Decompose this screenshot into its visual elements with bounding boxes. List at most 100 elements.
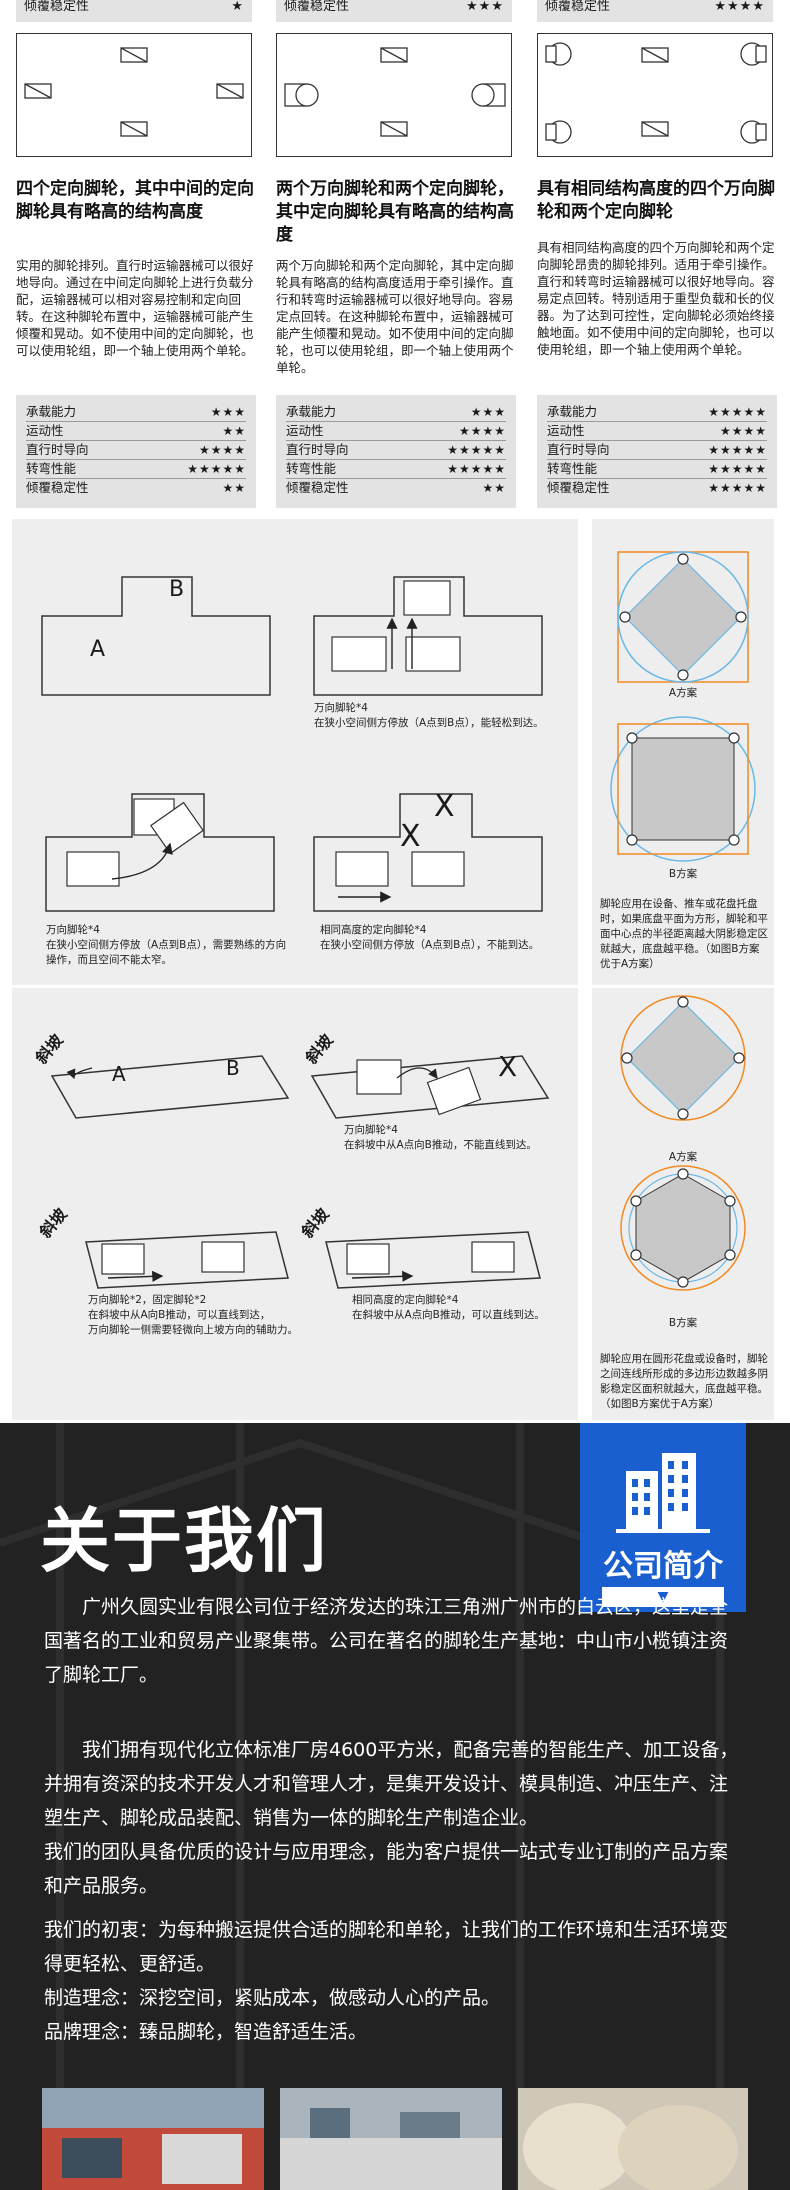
rating-row: 转弯性能 ★★★★★ (286, 460, 506, 479)
about-section: 关于我们 公司简介 ▼ 广州久圆实业有限公司位于经济发达的珠江三角洲广州市的白云… (0, 1423, 790, 2190)
rating-row: 转弯性能 ★★★★★ (547, 460, 767, 479)
about-paragraph: 制造理念：深挖空间，紧贴成本，做感动人心的产品。 (44, 1987, 501, 2009)
rating-table-2: 承载能力 ★★★ 运动性 ★★★★ 直行时导向 ★★★★★ 转弯性能 ★★★★★ 倾覆稳… (276, 395, 516, 508)
diagram-caption: 相同高度的定向脚轮*4 在狭小空间侧方停放（A点到B点），不能到达。 (320, 924, 540, 951)
company-profile-badge: 公司简介 ▼ (580, 1423, 746, 1612)
badge-label: 公司简介 (603, 1549, 723, 1584)
rating-row: 承载能力 ★★★ (286, 403, 506, 422)
square-plan-note: 脚轮应用在设备、推车或花盘托盘时，如果底盘平面为方形，脚轮和平面中心点的半径距离… (600, 898, 768, 970)
rating-stars: ★★★★★ (708, 405, 767, 419)
rating-row: 倾覆稳定性 ★★ (26, 479, 246, 498)
rating-stars: ★★★★★ (447, 462, 506, 476)
rating-stars: ★★★★★ (708, 462, 767, 476)
caster-layout-diagram-3 (537, 33, 773, 157)
point-a-label: A (112, 1062, 126, 1086)
rating-row: 转弯性能 ★★★★★ (26, 460, 246, 479)
rating-label: 倾覆稳定性 (26, 480, 89, 495)
slope-caption: 万向脚轮*4 在斜坡中从A点向B推动，不能直线到达。 (344, 1124, 537, 1151)
rating-label: 转弯性能 (286, 461, 337, 476)
rating-row: 直行时导向 ★★★★★ (286, 441, 506, 460)
about-paragraph: 广州久圆实业有限公司位于经济发达的珠江三角洲广州市的白云区，这里是全国著名的工业… (44, 1596, 729, 1686)
fail-x-mark: X (400, 819, 421, 854)
rating-stars: ★★★★★ (187, 462, 246, 476)
rating-row: 倾覆稳定性★★ (286, 479, 506, 498)
round-plan-panel: A方案 B方案 脚轮应用在圆形花盘或设备时，脚轮之间连线所形成的多边形边数越多阴… (592, 988, 774, 1420)
rating-row: 倾覆稳定性 ★★★★★ (547, 479, 767, 498)
slope-caption: 相同高度的定向脚轮*4 在斜坡中从A点向B推动，可以直线到达。 (352, 1294, 545, 1321)
layout-desc-3: 具有相同结构高度的四个万向脚轮和两个定向脚轮昂贵的脚轮排列。适用于牵引操作。直行… (537, 240, 775, 357)
about-paragraph: 我们的团队具备优质的设计与应用理念，能为客户提供一站式专业订制的产品方案和产品服… (44, 1841, 729, 1897)
strip-stars: ★★★ (466, 0, 504, 14)
point-b-label: B (169, 577, 185, 602)
square-plan-panel: A方案 B方案 脚轮应用在设备、推车或花盘托盘时，如果底盘平面为方形，脚轮和平面… (592, 519, 774, 985)
arrow-down-icon: ▼ (657, 1589, 669, 1605)
stability-strip-2: 倾覆稳定性 ★★★ (276, 0, 512, 22)
rating-label: 转弯性能 (26, 461, 77, 476)
caster-layout-diagram-2 (276, 33, 512, 157)
layout-title-3: 具有相同结构高度的四个万向脚轮和两个定向脚轮 (537, 179, 775, 222)
badge-bar: ▼ (602, 1587, 724, 1607)
strip-label: 倾覆稳定性 (545, 0, 611, 14)
rating-label: 转弯性能 (547, 461, 598, 476)
rating-row: 运动性 ★★★★ (286, 422, 506, 441)
about-title: 关于我们 (40, 1500, 328, 1582)
rating-stars: ★★ (222, 481, 246, 495)
point-a-label: A (90, 637, 106, 662)
rating-row: 运动性 ★★ (26, 422, 246, 441)
stability-strip-3: 倾覆稳定性 ★★★★ (537, 0, 773, 22)
building-icon (616, 1453, 710, 1533)
rating-row: 承载能力★★★★★ (547, 403, 767, 422)
rating-stars: ★★★★ (198, 443, 246, 457)
rating-stars: ★★★ (210, 405, 246, 419)
rating-row: 直行时导向 ★★★★★ (547, 441, 767, 460)
stability-strip-1: 倾覆稳定性 ★ (16, 0, 252, 22)
caster-layout-diagram-1 (16, 33, 252, 157)
strip-label: 倾覆稳定性 (284, 0, 350, 14)
rating-label: 运动性 (286, 423, 324, 438)
diagram-caption: 万向脚轮*4 在狭小空间侧方停放（A点到B点），能轻松到达。 (314, 702, 544, 729)
rating-label: 运动性 (26, 423, 64, 438)
rating-label: 直行时导向 (286, 442, 349, 457)
rating-stars: ★★★★ (719, 424, 767, 438)
plan-b-label: B方案 (668, 868, 698, 880)
factory-photo (518, 2088, 748, 2190)
round-plan-note: 脚轮应用在圆形花盘或设备时，脚轮之间连线所形成的多边形边数越多阴影稳定区面积就越… (600, 1353, 768, 1410)
fail-x-mark: X (434, 789, 455, 824)
about-paragraph: 品牌理念：臻品脚轮，智造舒适生活。 (44, 2021, 368, 2043)
rating-label: 直行时导向 (547, 442, 610, 457)
rating-stars: ★★★★★ (708, 481, 767, 495)
rating-label: 承载能力 (26, 404, 77, 419)
rating-stars: ★★★ (470, 405, 506, 419)
rating-stars: ★★★★★ (447, 443, 506, 457)
rating-stars: ★★ (482, 481, 506, 495)
factory-photo (280, 2088, 502, 2190)
diagram-caption: 万向脚轮*4 在狭小空间侧方停放（A点到B点），需要熟练的方向操作，而且空间不能… (46, 924, 287, 966)
layout-desc-1: 实用的脚轮排列。直行时运输器械可以很好地导向。通过在中间定向脚轮上进行负载分配，… (16, 258, 254, 358)
rating-row: 直行时导向 ★★★★ (26, 441, 246, 460)
slope-diagram-panel: 斜坡 斜坡 斜坡 斜坡 A B X 万向脚轮*4 在斜坡中从A点向B推动，不能直… (12, 988, 578, 1420)
layout-title-2: 两个万向脚轮和两个定向脚轮，其中定向脚轮具有略高的结构高度 (276, 179, 514, 245)
plan-a-label: A方案 (668, 1151, 698, 1163)
factory-photo (42, 2088, 264, 2190)
rating-label: 承载能力 (286, 404, 337, 419)
plan-a-label: A方案 (668, 687, 698, 699)
strip-label: 倾覆稳定性 (24, 0, 90, 14)
rating-label: 直行时导向 (26, 442, 89, 457)
rating-stars: ★★★★ (458, 424, 506, 438)
rating-label: 倾覆稳定性 (547, 480, 610, 495)
rating-stars: ★★★★★ (708, 443, 767, 457)
point-b-label: B (226, 1056, 240, 1080)
parking-diagram-panel: B A X X 万向脚轮*4 在狭小空间侧方停放（A点到B点），能轻松到达。 万… (12, 519, 578, 985)
layout-desc-2: 两个万向脚轮和两个定向脚轮，其中定向脚轮具有略高的结构高度适用于牵引操作。直行和… (276, 258, 514, 375)
slope-caption: 万向脚轮*2，固定脚轮*2 在斜坡中从A向B推动，可以直线到达， 万向脚轮一侧需… (88, 1294, 298, 1336)
rating-row: 承载能力 ★★★ (26, 403, 246, 422)
strip-stars: ★★★★ (714, 0, 765, 14)
rating-table-3: 承载能力★★★★★ 运动性★★★★ 直行时导向★★★★★ 转弯性能★★★★★ 倾… (537, 395, 777, 508)
rating-table-1: 承载能力 ★★★ 运动性 ★★ 直行时导向 ★★★★ 转弯性能 ★★★★★ 倾覆稳定性 ★… (16, 395, 256, 508)
plan-b-label: B方案 (668, 1317, 698, 1329)
rating-stars: ★★ (222, 424, 246, 438)
strip-stars: ★ (231, 0, 244, 14)
about-paragraph: 我们拥有现代化立体标准厂房4600平方米，配备完善的智能生产、加工设备，并拥有资… (44, 1739, 739, 1829)
about-paragraph: 我们的初衷：为每种搬运提供合适的脚轮和单轮，让我们的工作环境和生活环境变得更轻松… (44, 1919, 729, 1975)
layout-title-1: 四个定向脚轮，其中中间的定向脚轮具有略高的结构高度 (16, 179, 254, 222)
